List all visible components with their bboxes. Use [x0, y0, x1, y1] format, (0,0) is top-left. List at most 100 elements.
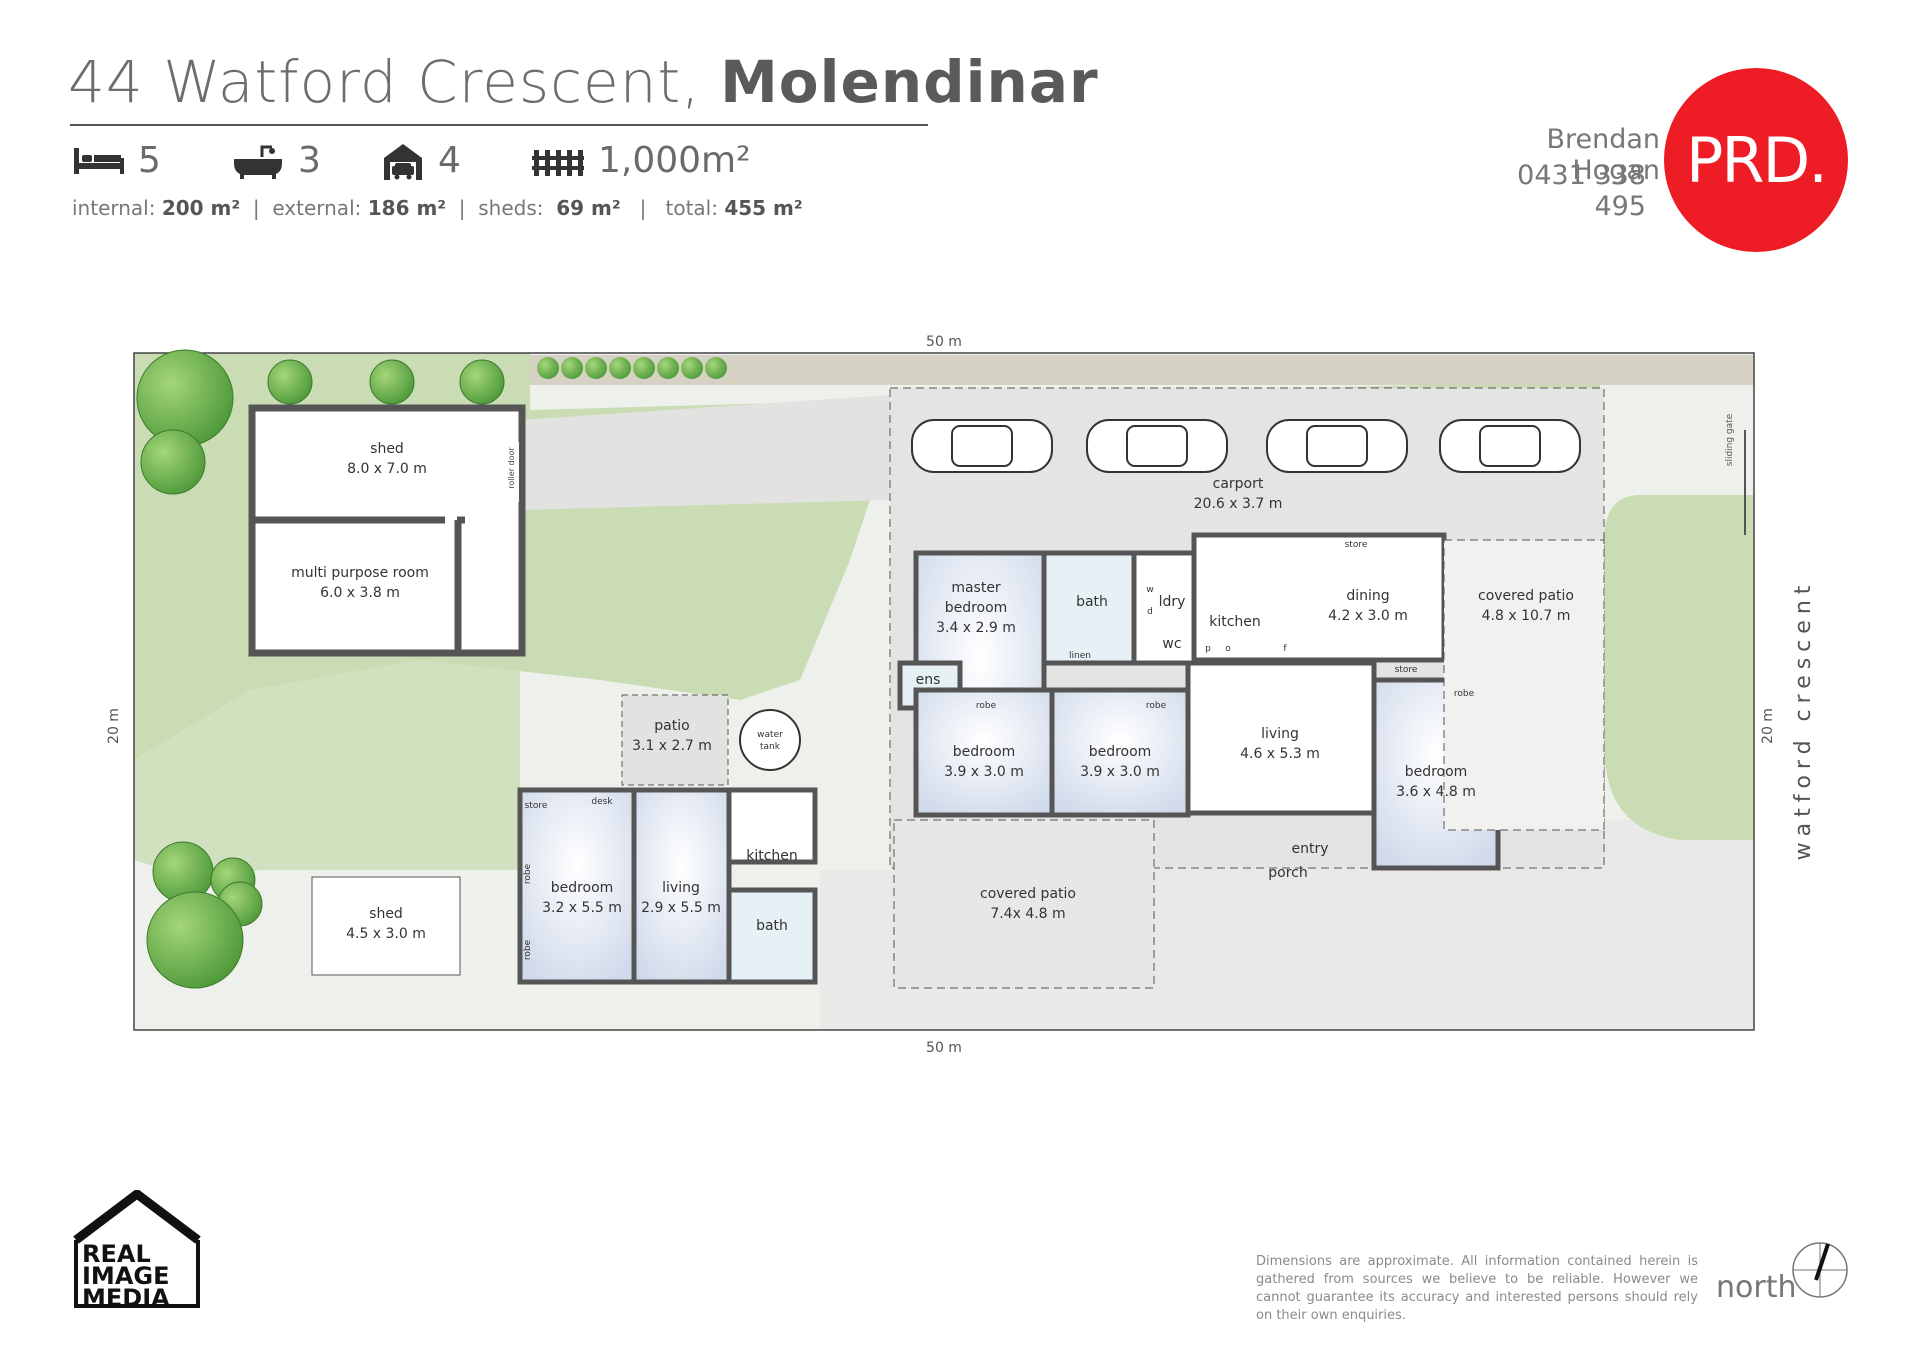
appliance-p: p: [1205, 644, 1211, 654]
cpatio-r-name: covered patio: [1478, 588, 1574, 604]
shed2-name: shed: [369, 906, 403, 922]
robe-label: robe: [1146, 701, 1167, 711]
north-compass-icon: [1792, 1242, 1848, 1298]
shed1-size: 8.0 x 7.0 m: [347, 461, 427, 477]
bed-icon: [74, 147, 124, 174]
robe-label: robe: [1454, 689, 1475, 699]
cars: [911, 419, 1581, 473]
address-street: 44 Watford Crescent,: [68, 48, 701, 116]
fence-icon: [532, 149, 584, 176]
shed-small: shed 4.5 x 3.0 m: [311, 876, 461, 976]
cars-stat: 4: [382, 140, 461, 181]
svg-text:MEDIA: MEDIA: [82, 1284, 170, 1310]
water-tank-label2: tank: [760, 742, 781, 752]
svg-text:REAL: REAL: [82, 1240, 151, 1268]
carport-name: carport: [1213, 476, 1264, 492]
granny-flat: [517, 787, 818, 985]
car-icon: [1266, 419, 1408, 473]
cars-count: 4: [438, 140, 461, 181]
car-icon: [911, 419, 1053, 473]
title-rule: [70, 124, 928, 126]
rear-lawn-2: [134, 650, 520, 880]
gf-robe-2: robe: [523, 939, 533, 960]
disclaimer: Dimensions are approximate. All informat…: [1256, 1254, 1698, 1323]
patio-name: patio: [654, 718, 689, 734]
master-name2: bedroom: [945, 600, 1008, 616]
tree-icon: [459, 359, 505, 405]
patio-size: 3.1 x 2.7 m: [632, 738, 712, 754]
dim-right: 20 m: [1760, 708, 1776, 744]
water-tank-label: water: [757, 730, 783, 740]
bed3-name: bedroom: [1089, 744, 1152, 760]
beds-stat: 5: [74, 140, 161, 181]
beds-count: 5: [138, 140, 161, 181]
bed2-name: bedroom: [953, 744, 1016, 760]
ens-label: ens: [916, 672, 941, 688]
carport-size: 20.6 x 3.7 m: [1194, 496, 1283, 512]
water-tank: water tank: [739, 709, 801, 771]
robe-label: robe: [976, 701, 997, 711]
dim-top: 50 m: [926, 334, 962, 350]
top-garden-strip: [530, 355, 1754, 385]
land-stat: 1,000m²: [532, 140, 751, 181]
gf-living-name: living: [662, 880, 700, 896]
hedge-icon: [657, 357, 679, 379]
hedge-icon: [633, 357, 655, 379]
bath-main: bath: [1076, 594, 1108, 610]
tree-icon: [267, 359, 313, 405]
dim-bottom: 50 m: [926, 1040, 962, 1056]
living-name: living: [1261, 726, 1299, 742]
entry-label: entry: [1291, 841, 1328, 857]
hedge-icon: [681, 357, 703, 379]
patio-right: [1443, 539, 1605, 831]
cpatio-c-name: covered patio: [980, 886, 1076, 902]
bed2-size: 3.9 x 3.0 m: [944, 764, 1024, 780]
dim-left: 20 m: [106, 708, 122, 744]
living-size: 4.6 x 5.3 m: [1240, 746, 1320, 762]
gf-robe: robe: [523, 863, 533, 884]
hedge-icon: [561, 357, 583, 379]
tree-icon: [146, 891, 244, 989]
cpatio-c-size: 7.4x 4.8 m: [990, 906, 1065, 922]
store-label: store: [1345, 540, 1368, 550]
mpr-name: multi purpose room: [291, 565, 429, 581]
driveway: [520, 395, 890, 510]
dining-name: dining: [1346, 588, 1389, 604]
car-icon: [1086, 419, 1228, 473]
svg-text:IMAGE: IMAGE: [82, 1262, 169, 1290]
kitchen-main: kitchen: [1209, 614, 1261, 630]
appliance-f: f: [1283, 644, 1287, 654]
agent-phone: 0431 338 495: [1517, 160, 1646, 222]
hedge-icon: [537, 357, 559, 379]
bed3-size: 3.9 x 3.0 m: [1080, 764, 1160, 780]
shed1-name: shed: [370, 441, 404, 457]
appliance-d: d: [1147, 607, 1153, 617]
ldry-label: ldry: [1159, 594, 1186, 610]
wc-label: wc: [1162, 636, 1181, 652]
baths-stat: 3: [232, 140, 321, 181]
tree-icon: [140, 429, 206, 495]
gf-living-size: 2.9 x 5.5 m: [641, 900, 721, 916]
prd-logo: PRD.: [1664, 68, 1848, 252]
land-size: 1,000m²: [598, 140, 751, 181]
roller-door-label: roller door: [507, 447, 516, 489]
shed2-size: 4.5 x 3.0 m: [346, 926, 426, 942]
porch-label: porch: [1268, 865, 1307, 881]
master-size: 3.4 x 2.9 m: [936, 620, 1016, 636]
patio-small: patio 3.1 x 2.7 m: [621, 694, 729, 786]
trees: [136, 349, 727, 989]
gf-store: store: [525, 801, 548, 811]
gf-bed-name: bedroom: [551, 880, 614, 896]
gf-kitchen: kitchen: [746, 848, 798, 864]
agent-name: Brendan Hogan: [1546, 124, 1660, 186]
hedge-icon: [585, 357, 607, 379]
baths-count: 3: [298, 140, 321, 181]
real-image-media-logo: REAL IMAGE MEDIA: [73, 1190, 201, 1310]
hedge-icon: [705, 357, 727, 379]
shed-building: roller door shed 8.0 x 7.0 m multi purpo…: [248, 404, 526, 657]
gf-bath: bath: [756, 918, 788, 934]
appliance-w: w: [1146, 585, 1153, 595]
street-name: watford crescent: [1791, 580, 1816, 861]
gf-desk: desk: [591, 797, 613, 807]
